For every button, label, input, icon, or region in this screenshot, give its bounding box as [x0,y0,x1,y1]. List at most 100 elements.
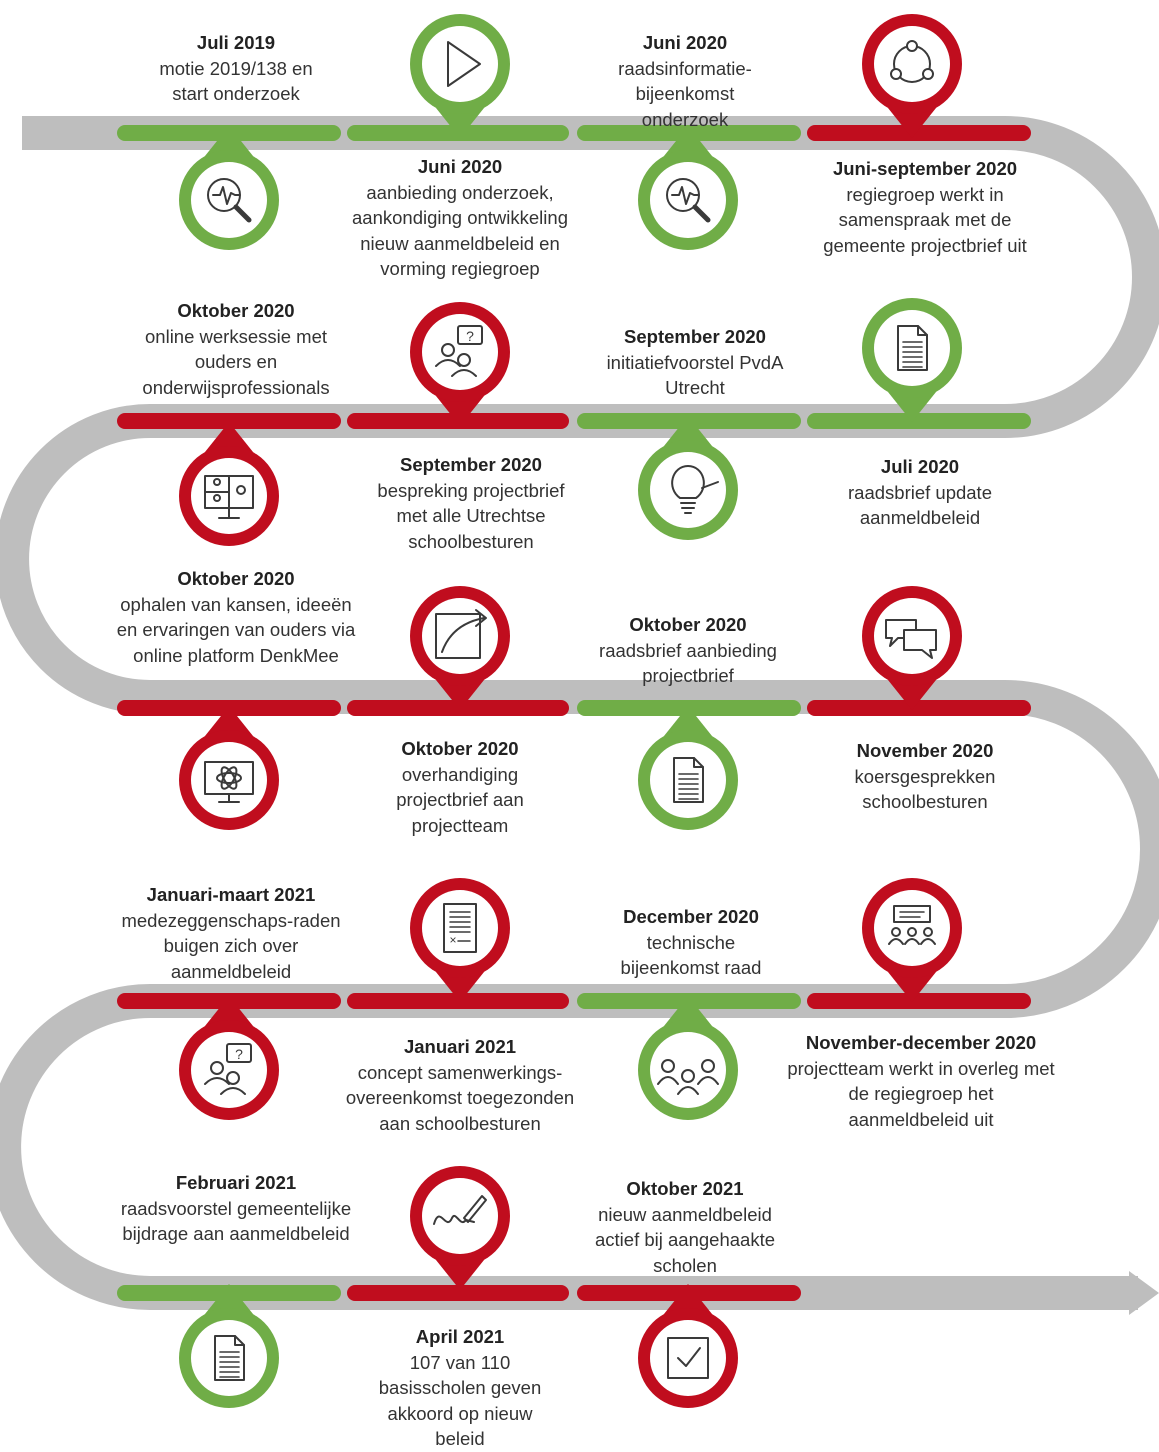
pin-tip [436,680,484,710]
event-description: concept samenwerkings-overeenkomst toege… [345,1061,575,1134]
event-pin-e12 [862,586,962,710]
event-description: medezeggenschaps-raden buigen zich over … [121,909,341,982]
event-title: Oktober 2020 [629,614,747,635]
pin-face [191,1320,267,1396]
event-title: November 2020 [856,740,994,761]
event-description: aanbieding onderzoek, aankondiging ontwi… [352,181,568,280]
pin-tip [664,706,712,736]
pin-tip [436,1260,484,1290]
event-title: November-december 2020 [805,1032,1037,1053]
video-call-icon [204,475,254,519]
pin-face [191,1032,267,1108]
event-pin-e1 [179,126,279,250]
event-label-e5: Juli 2020 raadsbrief update aanmeldbelei… [785,454,1055,531]
event-label-e2: Juni 2020 aanbieding onderzoek, aankondi… [320,154,600,282]
event-title: September 2020 [400,454,542,475]
play-icon [447,41,481,87]
event-label-e19: Oktober 2021 nieuw aanmeldbeleid actief … [550,1176,820,1278]
pin-face [422,26,498,102]
monitor-atom-icon [204,761,254,803]
event-title: Oktober 2021 [626,1178,744,1199]
pin-face [422,314,498,390]
event-pin-e13 [862,878,962,1002]
event-pin-e8 [179,422,279,546]
people-question-icon: ? [435,325,483,377]
svg-text:×: × [449,933,456,947]
event-description: regiegroep werkt in samenspraak met de g… [823,183,1027,256]
event-pin-e4 [862,14,962,138]
event-label-e14: December 2020 technische bijeenkomst raa… [556,904,826,981]
event-description: koersgesprekken schoolbesturen [854,765,996,813]
event-title: December 2020 [623,906,759,927]
event-description: raadsinformatie-bijeenkomst onderzoek [618,57,752,130]
event-title: Oktober 2020 [177,568,295,589]
meeting-icon [657,1059,719,1095]
growth-arrow-icon [435,609,487,659]
pin-tip [205,996,253,1026]
pin-face [422,890,498,966]
pin-tip [205,706,253,736]
event-description: 107 van 110 basisscholen geven akkoord o… [378,1351,542,1450]
event-label-e8: Oktober 2020 online werksessie met ouder… [101,298,371,400]
event-label-e16: Januari-maart 2021 medezeggenschaps-rade… [96,882,366,984]
pin-face [874,26,950,102]
event-label-e18: April 2021 107 van 110 basisscholen geve… [325,1324,595,1452]
pin-tip [205,422,253,452]
event-title: April 2021 [415,1326,505,1347]
pin-face [650,1320,726,1396]
pin-face [191,742,267,818]
checkbox-icon [667,1337,709,1379]
event-pin-e5 [862,298,962,422]
pin-tip [888,108,936,138]
event-pin-e16: ? [179,996,279,1120]
event-label-e15: Januari 2021 concept samenwerkings-overe… [325,1034,595,1136]
svg-text:?: ? [466,328,474,344]
event-title: Juni-september 2020 [832,158,1018,179]
pin-tip [205,1284,253,1314]
event-pin-e10 [410,586,510,710]
event-label-e10: Oktober 2020 overhandiging projectbrief … [325,736,595,838]
pin-face [422,1178,498,1254]
svg-text:?: ? [235,1046,243,1062]
event-description: raadsvoorstel gemeentelijke bijdrage aan… [120,1197,352,1245]
event-title: Februari 2021 [175,1172,297,1193]
event-pin-e18 [410,1166,510,1290]
event-pin-e7: ? [410,302,510,426]
pin-tip [888,680,936,710]
event-label-e4: Juni-september 2020 regiegroep werkt in … [785,156,1065,258]
pin-tip [664,996,712,1026]
pin-face [650,742,726,818]
event-label-e3: Juni 2020 raadsinformatie-bijeenkomst on… [550,30,820,132]
event-label-e12: November 2020 koersgesprekken schoolbest… [790,738,1060,815]
pin-tip [436,108,484,138]
event-title: Juli 2020 [880,456,960,477]
pin-tip [664,416,712,446]
pin-face [650,452,726,528]
pin-tip [664,1284,712,1314]
search-chart-icon [666,178,711,223]
event-label-e6: September 2020 initiatiefvoorstel PvdA U… [560,324,830,401]
event-title: Juni 2020 [642,32,728,53]
event-pin-e3 [638,126,738,250]
lightbulb-icon [671,465,719,514]
event-title: Juni 2020 [417,156,503,177]
pin-tip [888,392,936,422]
event-description: bespreking projectbrief met alle Utrecht… [377,479,565,552]
event-description: raadsbrief aanbieding projectbrief [599,639,777,687]
event-description: ophalen van kansen, ideeën en ervaringen… [116,593,356,666]
event-description: nieuw aanmeldbeleid actief bij aangehaak… [595,1203,775,1276]
event-pin-e11 [638,706,738,830]
signature-icon [433,1195,487,1225]
event-description: raadsbrief update aanmeldbeleid [848,481,992,529]
chat-bubbles-icon [885,619,937,659]
event-title: Oktober 2020 [401,738,519,759]
event-title: Januari 2021 [403,1036,517,1057]
event-description: initiatiefvoorstel PvdA Utrecht [606,351,784,399]
pin-tip [436,396,484,426]
pin-face [874,310,950,386]
event-label-e9: Oktober 2020 ophalen van kansen, ideeën … [101,566,371,668]
road-path [0,116,1159,1310]
event-label-e7: September 2020 bespreking projectbrief m… [336,452,606,554]
search-chart-icon [207,178,252,223]
